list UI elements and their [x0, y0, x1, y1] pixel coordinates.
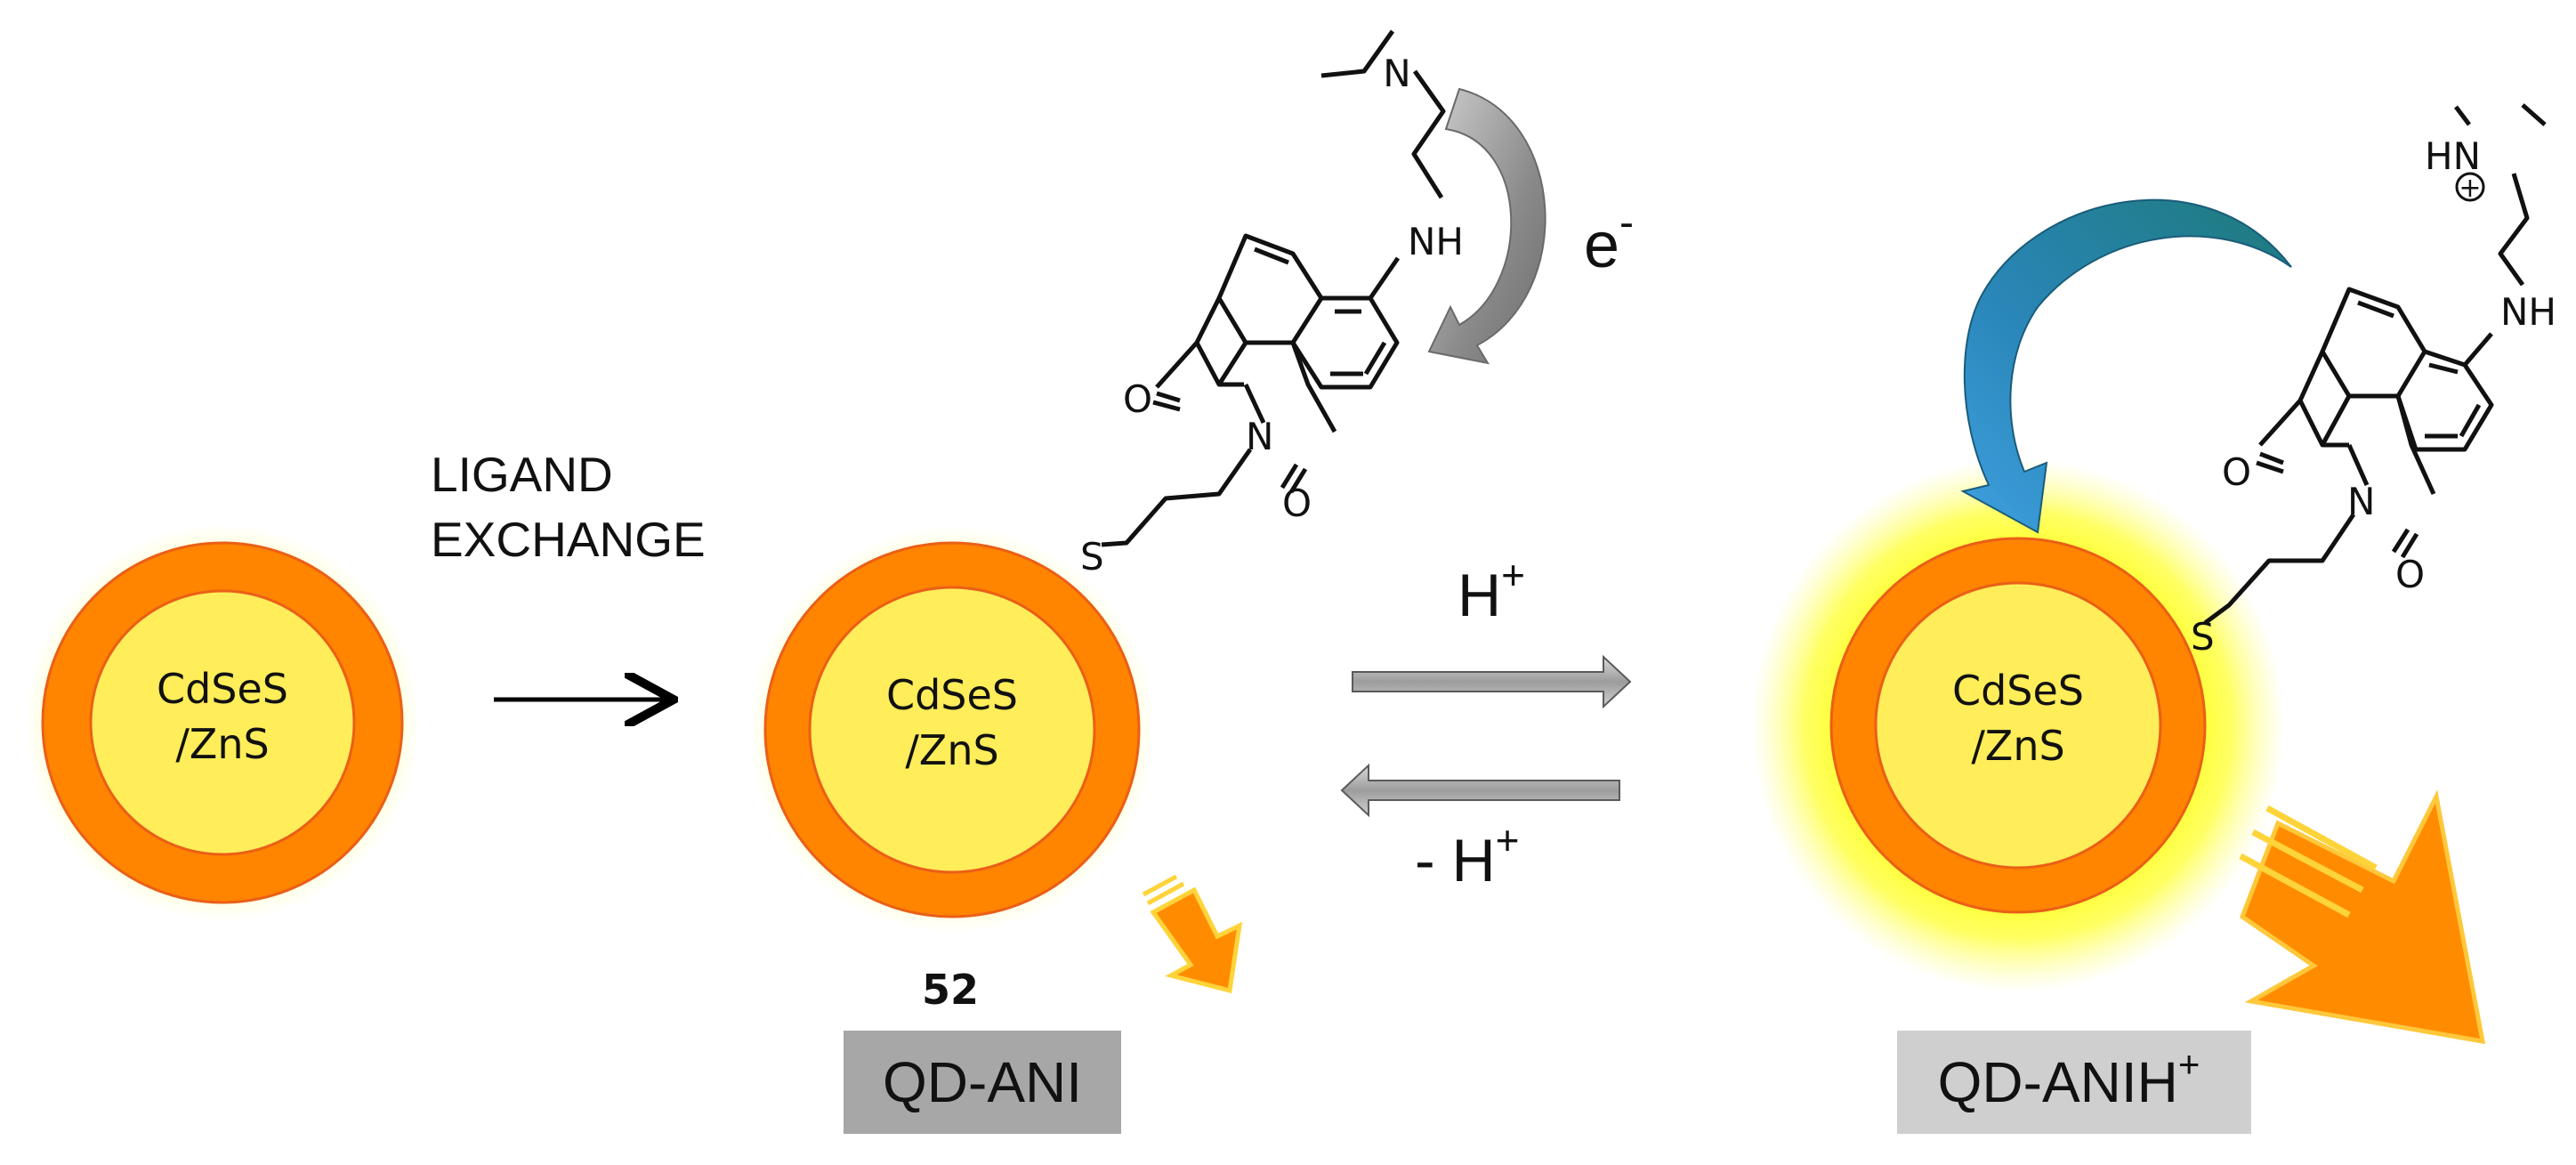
anih-nh: NH — [2500, 290, 2556, 334]
ligand-exchange-line1: LIGAND — [431, 447, 613, 502]
qd2-core — [808, 586, 1096, 874]
label-qd-anih-text: QD-ANIH+ — [1938, 1043, 2201, 1114]
deprotonation-arrow — [1340, 763, 1620, 818]
ani-imide-o-bottom: O — [1282, 481, 1312, 525]
deprotonation-label: - H+ — [1415, 817, 1520, 894]
qd1-label-line2: /ZnS — [175, 720, 269, 768]
label-qd-ani: QD-ANI — [844, 1031, 1121, 1134]
electron-label: e- — [1584, 199, 1634, 281]
anih-charge: + — [2459, 173, 2481, 204]
electron-transfer-arrow — [1427, 87, 1546, 365]
protonation-arrow — [1352, 654, 1632, 709]
protonation-label: H+ — [1458, 552, 1525, 629]
ani-nh: NH — [1408, 220, 1464, 263]
anih-ligand-structure — [2203, 103, 2547, 626]
qd1-core — [89, 589, 356, 856]
quantum-dot-3: CdSeS /ZnS — [1751, 458, 2285, 992]
charge-transfer-arrow — [1960, 198, 2292, 534]
weak-emission-arrow — [1142, 874, 1243, 994]
qd1-label-line1: CdSeS — [157, 665, 288, 713]
ani-thioether-s: S — [1080, 535, 1104, 578]
anih-ammonium-hn: HN — [2425, 134, 2481, 178]
ani-imide-n: N — [1246, 415, 1273, 458]
anih-imide-o-top: O — [2222, 450, 2251, 494]
anih-charge-circle — [2455, 172, 2485, 202]
ani-ligand-structure — [1101, 29, 1446, 547]
qd3-core — [1874, 581, 2162, 870]
quantum-dot-1: CdSeS /ZnS — [25, 525, 420, 920]
quantum-dot-2: CdSeS /ZnS — [749, 527, 1155, 933]
qd2-label-line1: CdSeS — [886, 671, 1018, 719]
qd3-label-line2: /ZnS — [1971, 722, 2064, 770]
ani-imide-o-top: O — [1123, 377, 1152, 421]
qd3-label-line1: CdSeS — [1952, 667, 2084, 715]
label-qd-ani-text: QD-ANI — [883, 1050, 1082, 1114]
anih-imide-n: N — [2347, 480, 2375, 523]
anih-imide-o-bottom: O — [2395, 553, 2425, 596]
compound-number: 52 — [922, 966, 979, 1014]
ani-amine-n: N — [1383, 52, 1410, 95]
qd2-label-line2: /ZnS — [905, 726, 998, 774]
ligand-exchange-line2: EXCHANGE — [431, 512, 706, 567]
label-qd-anih: QD-ANIH+ — [1897, 1031, 2251, 1134]
anih-thioether-s: S — [2191, 615, 2215, 659]
strong-emission-arrow — [2239, 789, 2486, 1045]
